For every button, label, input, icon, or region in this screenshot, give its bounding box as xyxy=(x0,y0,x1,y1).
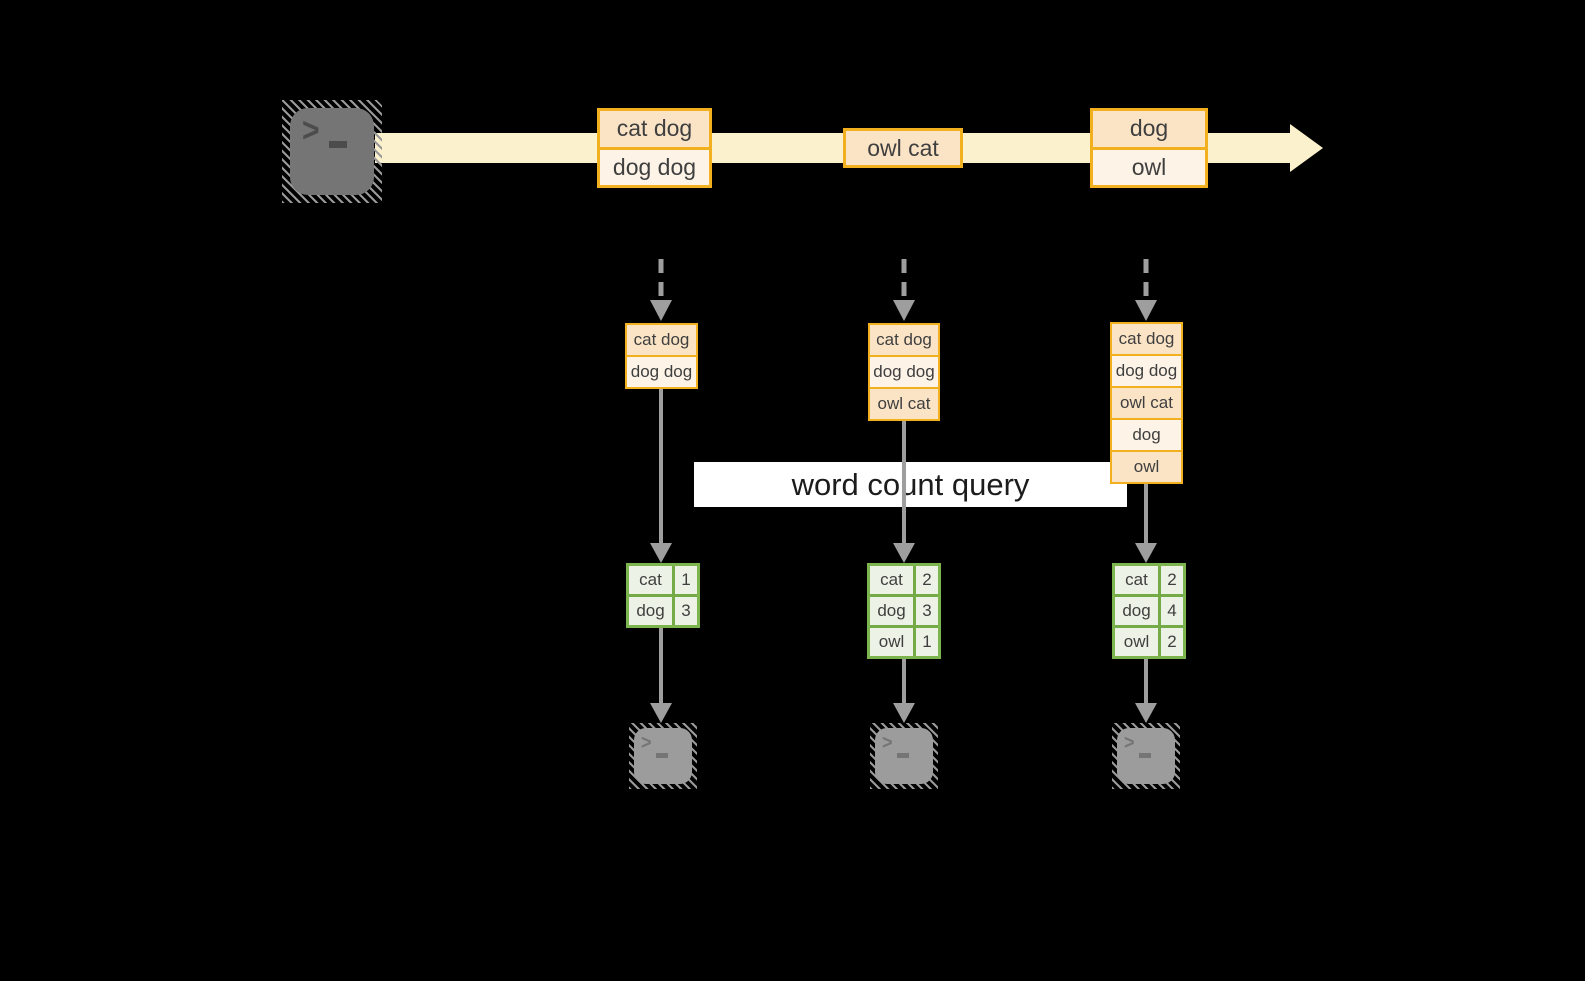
record: dog xyxy=(1112,418,1181,450)
flow-arrow-down-icon xyxy=(1135,484,1157,563)
flow-arrow-down-icon xyxy=(650,389,672,563)
count-cell: 3 xyxy=(916,597,938,625)
stream-batch-3: dog owl xyxy=(1090,108,1208,188)
record: cat dog xyxy=(600,111,709,147)
record: owl xyxy=(1112,450,1181,482)
count-cell: 1 xyxy=(916,628,938,656)
terminal-cursor-icon xyxy=(329,141,347,148)
terminal-cursor-icon xyxy=(897,753,909,758)
record: cat dog xyxy=(870,325,938,355)
consumer-terminal-icon: > xyxy=(870,723,938,789)
flow-arrow-down-icon xyxy=(650,628,672,723)
terminal-body: > xyxy=(634,728,692,784)
stream-batch-2: owl cat xyxy=(843,128,963,168)
record: dog dog xyxy=(870,355,938,387)
record: cat dog xyxy=(627,325,696,355)
terminal-prompt-icon: > xyxy=(302,111,320,150)
word-cell: cat xyxy=(1115,566,1158,594)
producer-terminal-icon: > xyxy=(282,100,382,203)
flow-arrow-down-icon xyxy=(893,659,915,723)
dashed-arrow-down-icon xyxy=(650,259,672,321)
record: dog dog xyxy=(1112,354,1181,386)
record: dog xyxy=(1093,111,1205,147)
terminal-body: > xyxy=(875,728,933,784)
word-count-query-label: word count query xyxy=(694,462,1127,507)
record-stack-3: cat dog dog dog owl cat dog owl xyxy=(1110,322,1183,484)
terminal-prompt-icon: > xyxy=(641,730,652,754)
count-table-1: cat 1 dog 3 xyxy=(626,563,700,628)
terminal-cursor-icon xyxy=(656,753,668,758)
terminal-prompt-icon: > xyxy=(882,730,893,754)
stream-arrowhead-icon xyxy=(1290,124,1323,172)
record: owl cat xyxy=(870,387,938,419)
word-cell: dog xyxy=(870,597,913,625)
record: dog dog xyxy=(600,146,709,185)
count-cell: 2 xyxy=(916,566,938,594)
record: cat dog xyxy=(1112,324,1181,354)
stream-batch-1: cat dog dog dog xyxy=(597,108,712,188)
word-cell: dog xyxy=(629,597,672,625)
terminal-cursor-icon xyxy=(1139,753,1151,758)
flow-arrow-down-icon xyxy=(1135,659,1157,723)
consumer-terminal-icon: > xyxy=(1112,723,1180,789)
count-cell: 3 xyxy=(675,597,697,625)
record: dog dog xyxy=(627,355,696,387)
dashed-arrow-down-icon xyxy=(893,259,915,321)
consumer-terminal-icon: > xyxy=(629,723,697,789)
count-cell: 2 xyxy=(1161,628,1183,656)
word-cell: owl xyxy=(870,628,913,656)
record: owl xyxy=(1093,146,1205,185)
count-table-2: cat 2 dog 3 owl 1 xyxy=(867,563,941,659)
record-stack-1: cat dog dog dog xyxy=(625,323,698,389)
word-cell: owl xyxy=(1115,628,1158,656)
count-cell: 2 xyxy=(1161,566,1183,594)
dashed-arrow-down-icon xyxy=(1135,259,1157,321)
word-cell: cat xyxy=(629,566,672,594)
count-table-3: cat 2 dog 4 owl 2 xyxy=(1112,563,1186,659)
word-cell: cat xyxy=(870,566,913,594)
record: owl cat xyxy=(1112,386,1181,418)
count-cell: 4 xyxy=(1161,597,1183,625)
terminal-body: > xyxy=(1117,728,1175,784)
count-cell: 1 xyxy=(675,566,697,594)
terminal-prompt-icon: > xyxy=(1124,730,1135,754)
flow-arrow-down-icon xyxy=(893,421,915,563)
terminal-body: > xyxy=(290,108,374,195)
word-cell: dog xyxy=(1115,597,1158,625)
record-stack-2: cat dog dog dog owl cat xyxy=(868,323,940,421)
record: owl cat xyxy=(846,131,960,165)
